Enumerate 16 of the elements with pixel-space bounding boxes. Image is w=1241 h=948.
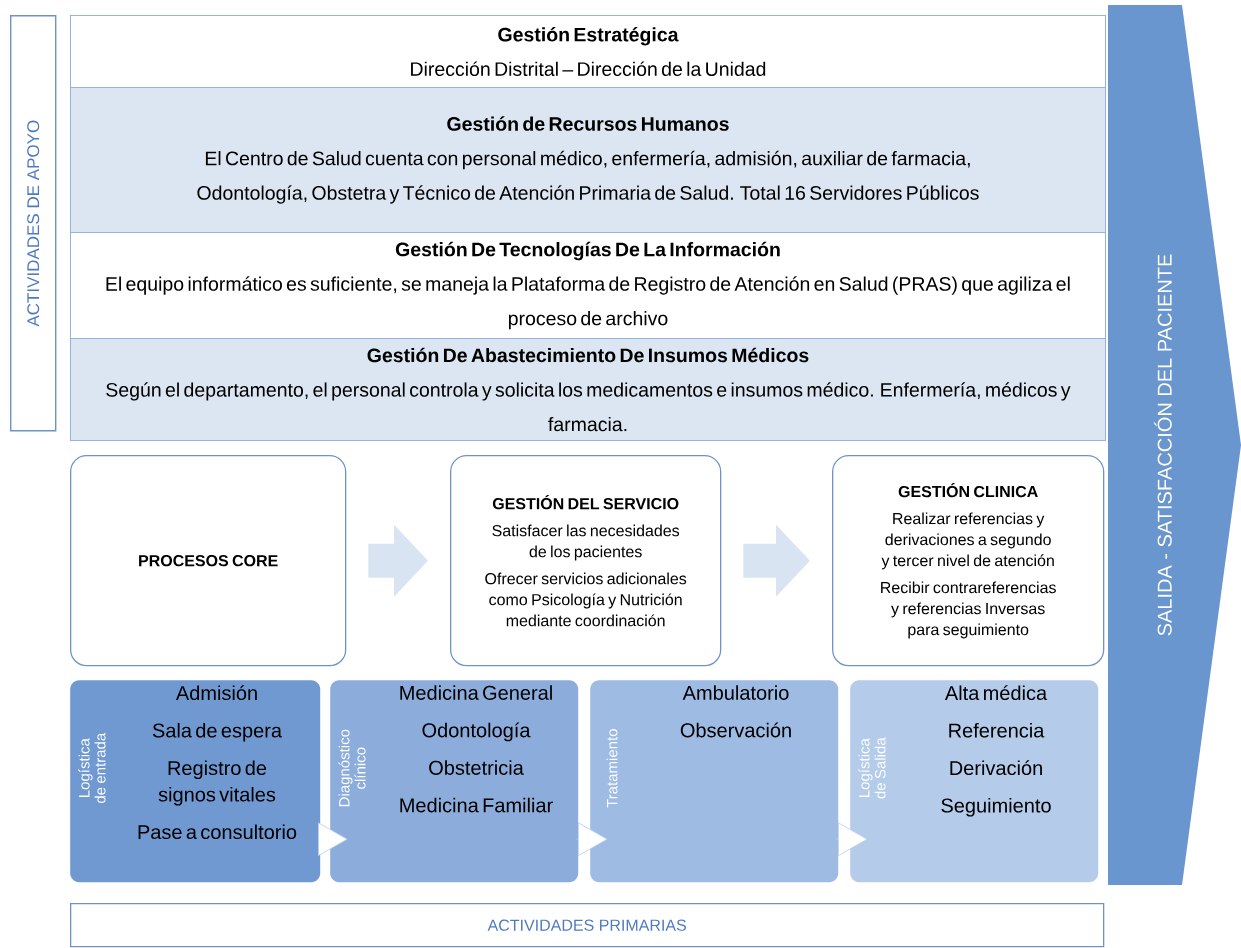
process-step-box: Logística de entrada Admisión Sala de espera Registro de signos vitales Pase a consultorio: [70, 680, 321, 883]
info-band: Gestión de Recursos Humanos El Centro de Salud cuenta con personal médico, enfermería, admisión, auxiliar de farmacia, Odontología, Obstetra y Técnico de Atención Primaria de Salud. Total 16 Servidores Públicos: [70, 87, 1106, 233]
process-card: PROCESOS CORE: [70, 455, 347, 667]
process-step-box: Diagnóstico clínico Medicina General Odontología Obstetricia Medicina Familiar: [330, 680, 579, 883]
info-band: Gestión Estratégica Dirección Distrital – Dirección de la Unidad: [70, 15, 1106, 88]
process-step-box: Tratamiento Ambulatorio Observación: [590, 680, 839, 883]
arrow: [836, 822, 868, 856]
arrow: [576, 822, 608, 856]
process-step-box: Logística de Salida Alta médica Referencia Derivación Seguimiento: [850, 680, 1099, 883]
side-label-box: ACTIVIDADES DE APOYO: [10, 15, 57, 432]
process-card: GESTIÓN DEL SERVICIO Satisfacer las necesidades de los pacientes Ofrecer servicios adicionales como Psicología y Nutrición mediante coordinación: [450, 455, 722, 667]
info-band: Gestión De Abastecimiento De Insumos Médicos Según el departamento, el personal controla y solicita los medicamentos e insumos médico. Enfermería, médicos y farmacia.: [70, 338, 1106, 441]
process-card: GESTIÓN CLINICA Realizar referencias y derivaciones a segundo y tercer nivel de atención Recibir contrareferencias y referencias Inversas para seguimiento: [832, 455, 1105, 667]
arrow: [317, 822, 348, 856]
info-band: Gestión De Tecnologías De La Información El equipo informático es suficiente, se maneja la Plataforma de Registro de Atención en Salud (PRAS) que agiliza el proceso de archivo: [70, 232, 1106, 339]
footer-box: ACTIVIDADES PRIMARIAS: [70, 903, 1105, 948]
